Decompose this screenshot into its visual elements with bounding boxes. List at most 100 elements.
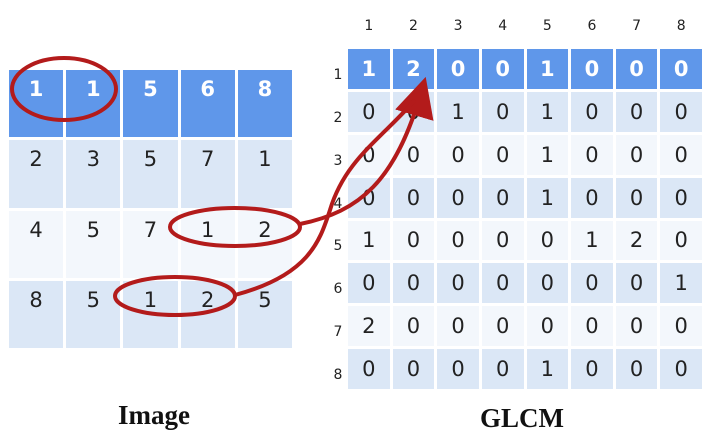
glcm-cell: 0 <box>348 349 390 389</box>
glcm-cell: 0 <box>481 134 524 175</box>
glcm-cell: 0 <box>615 91 658 132</box>
glcm-cell: 0 <box>660 349 702 389</box>
glcm-cell: 0 <box>481 306 524 347</box>
glcm-cell: 1 <box>526 49 569 89</box>
glcm-cell: 0 <box>571 91 613 132</box>
glcm-cell: 0 <box>660 91 702 132</box>
image-cell: 5 <box>123 140 178 208</box>
highlight-ellipse-pair-1-1 <box>10 56 118 122</box>
glcm-cell: 0 <box>437 177 479 218</box>
glcm-cell: 1 <box>526 134 569 175</box>
glcm-cell: 0 <box>571 349 613 389</box>
glcm-cell: 0 <box>526 220 569 261</box>
glcm-cell: 0 <box>348 91 390 132</box>
glcm-cell: 2 <box>615 220 658 261</box>
glcm-cell: 0 <box>392 177 435 218</box>
glcm-cell: 1 <box>660 263 702 304</box>
glcm-cell: 0 <box>571 134 613 175</box>
glcm-cell: 0 <box>660 49 702 89</box>
glcm-row-label: 2 <box>333 109 343 126</box>
glcm-column-label: 7 <box>632 18 642 34</box>
image-cell: 7 <box>180 140 235 208</box>
image-caption: Image <box>118 400 190 430</box>
glcm-cell: 0 <box>571 306 613 347</box>
glcm-cell: 0 <box>615 134 658 175</box>
image-cell: 1 <box>237 140 292 208</box>
glcm-cell: 1 <box>437 91 479 132</box>
glcm-row-label: 5 <box>333 238 343 255</box>
glcm-cell: 1 <box>526 91 569 132</box>
glcm-column-label: 5 <box>542 18 552 34</box>
highlight-ellipse-pair-1-2-row3 <box>168 206 302 248</box>
glcm-cell: 0 <box>481 220 524 261</box>
image-cell: 3 <box>66 140 121 208</box>
glcm-row-label: 8 <box>333 367 343 384</box>
glcm-column-label: 8 <box>676 18 686 34</box>
glcm-cell: 0 <box>437 263 479 304</box>
arrow-from-row4-pair <box>234 98 417 297</box>
image-cell: 5 <box>123 70 178 138</box>
highlight-ellipse-pair-1-2-row4 <box>113 275 237 317</box>
glcm-cell: 0 <box>571 263 613 304</box>
glcm-cell: 0 <box>437 349 479 389</box>
glcm-cell: 2 <box>348 306 390 347</box>
glcm-cell: 0 <box>392 220 435 261</box>
image-cell: 4 <box>9 210 64 278</box>
glcm-cell: 0 <box>660 177 702 218</box>
glcm-column-label: 6 <box>587 18 597 34</box>
glcm-cell: 0 <box>392 306 435 347</box>
glcm-cell: 0 <box>481 91 524 132</box>
glcm-cell: 0 <box>348 263 390 304</box>
glcm-cell: 1 <box>571 220 613 261</box>
glcm-cell: 0 <box>571 49 613 89</box>
glcm-cell: 0 <box>526 263 569 304</box>
glcm-cell: 1 <box>526 349 569 389</box>
glcm-cell: 0 <box>437 306 479 347</box>
glcm-cell: 0 <box>481 49 524 89</box>
glcm-cell: 0 <box>660 220 702 261</box>
glcm-cell: 0 <box>526 306 569 347</box>
glcm-column-label: 4 <box>498 18 508 34</box>
glcm-cell: 0 <box>615 49 658 89</box>
glcm-cell: 0 <box>481 349 524 389</box>
image-cell: 2 <box>9 140 64 208</box>
glcm-cell: 0 <box>392 263 435 304</box>
glcm-cell: 1 <box>348 49 390 89</box>
glcm-column-label: 2 <box>408 18 418 34</box>
glcm-row-label: 4 <box>333 195 343 212</box>
glcm-cell: 0 <box>615 263 658 304</box>
glcm-cell: 0 <box>392 349 435 389</box>
image-cell: 8 <box>9 280 64 348</box>
image-cell: 5 <box>66 280 121 348</box>
glcm-column-label: 3 <box>453 18 463 34</box>
arrow-from-row3-pair <box>299 76 434 226</box>
glcm-row-label: 3 <box>333 152 343 169</box>
glcm-cell: 1 <box>526 177 569 218</box>
glcm-row-label: 7 <box>333 324 343 341</box>
glcm-cell: 0 <box>615 349 658 389</box>
glcm-cell: 0 <box>348 134 390 175</box>
glcm-cell: 0 <box>481 263 524 304</box>
glcm-cell: 0 <box>437 134 479 175</box>
glcm-cell: 0 <box>660 134 702 175</box>
image-cell: 7 <box>123 210 178 278</box>
image-cell: 8 <box>237 70 292 138</box>
glcm-row-label: 6 <box>333 281 343 298</box>
image-cell: 5 <box>66 210 121 278</box>
glcm-cell: 0 <box>481 177 524 218</box>
glcm-cell: 0 <box>615 306 658 347</box>
glcm-row-label: 1 <box>333 66 343 83</box>
glcm-cell: 0 <box>571 177 613 218</box>
glcm-cell: 0 <box>348 177 390 218</box>
glcm-cell: 1 <box>348 220 390 261</box>
glcm-cell: 0 <box>615 177 658 218</box>
glcm-cell: 0 <box>437 220 479 261</box>
glcm-cell: 0 <box>660 306 702 347</box>
glcm-caption: GLCM <box>480 403 564 433</box>
glcm-cell: 0 <box>392 134 435 175</box>
glcm-column-label: 1 <box>364 18 374 34</box>
glcm-cell: 0 <box>437 49 479 89</box>
image-cell: 6 <box>180 70 235 138</box>
